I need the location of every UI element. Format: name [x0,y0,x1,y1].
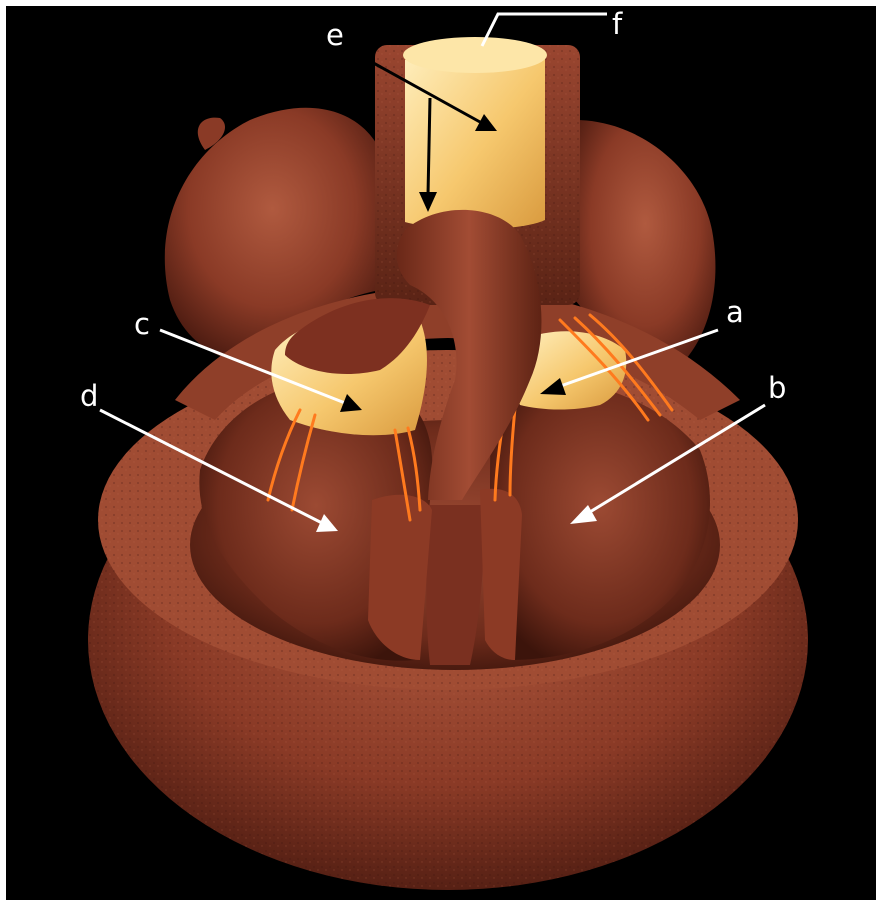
label-a: a [726,295,744,329]
label-e: e [326,18,344,52]
label-b: b [768,371,786,405]
label-c: c [134,307,150,341]
label-d: d [80,379,98,413]
label-f: f [612,7,623,41]
aorta-opening [403,37,547,73]
septum-flap-right [480,489,522,660]
